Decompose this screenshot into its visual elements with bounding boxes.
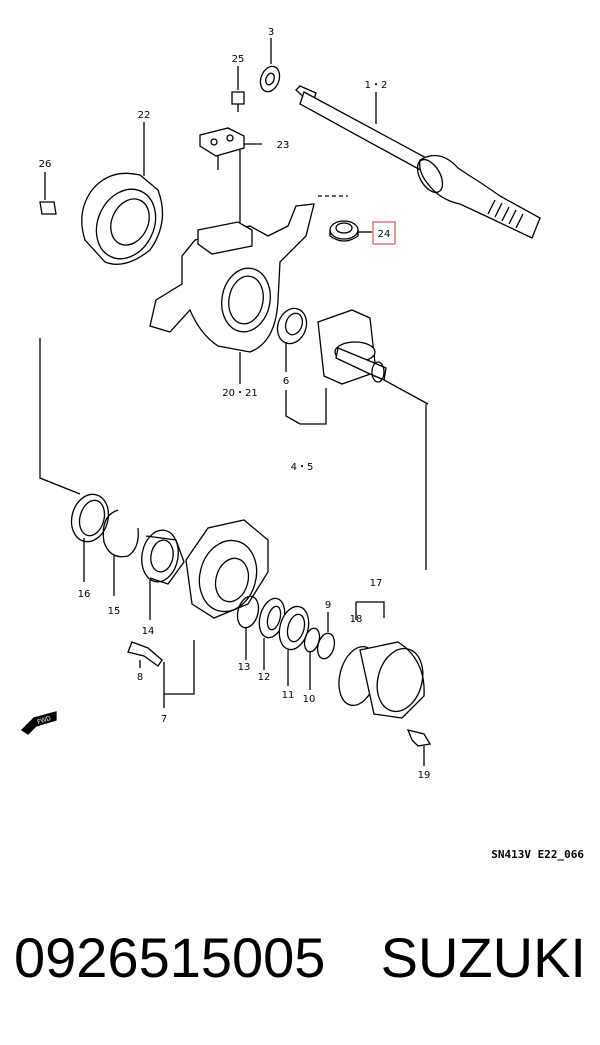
callout-19: 19: [418, 770, 431, 781]
callout-9: 9: [325, 600, 331, 611]
bolt-part-19: [406, 729, 432, 766]
callout-26: 26: [39, 159, 52, 170]
callout-7: 7: [161, 714, 167, 725]
callout-15: 15: [108, 606, 121, 617]
callout-8: 8: [137, 672, 143, 683]
fwd-label: FWD: [36, 715, 52, 726]
callout-13: 13: [238, 662, 251, 673]
forward-arrow-icon: [20, 711, 57, 735]
callout-20-21: 20・21: [222, 388, 257, 399]
flange-part-22: [81, 122, 164, 265]
snap-ring-part-15: [102, 509, 139, 596]
drawing-code: SN413V E22_066: [491, 848, 584, 861]
callout-23: 23: [277, 140, 290, 151]
callout-6: 6: [283, 376, 289, 387]
hub-part-7: [163, 519, 269, 708]
spindle-part-4-5: [317, 309, 429, 570]
callout-16: 16: [78, 589, 91, 600]
callout-14: 14: [142, 626, 155, 637]
callout-3: 3: [268, 27, 274, 38]
callout-24: 24: [378, 229, 391, 240]
stud-part-8: [127, 641, 163, 668]
ring-part-9: [316, 612, 336, 660]
part-number: 0926515005: [14, 926, 326, 989]
callout-17: 17: [370, 578, 383, 589]
exploded-parts-diagram: 1・2 3 25 22 23 26 24 20・21 6 4・5 16 15 1…: [20, 27, 541, 781]
part-footer: 0926515005 SUZUKI: [0, 925, 600, 1015]
knuckle-part-20-21: [149, 195, 348, 384]
ring-part-11: [278, 605, 310, 686]
bolt-part-25: [231, 66, 245, 112]
bracket-part-23: [199, 127, 262, 228]
seal-part-12: [258, 597, 286, 670]
brand-name: SUZUKI: [380, 926, 586, 989]
seal-part-16: [70, 493, 110, 582]
highlight-box-24: [372, 221, 396, 245]
callout-11: 11: [282, 690, 295, 701]
callout-25: 25: [232, 54, 245, 65]
bolt-part-26: [39, 172, 57, 215]
callout-18: 18: [350, 614, 363, 625]
locking-hub-part-17: [338, 601, 425, 719]
callout-10: 10: [303, 694, 316, 705]
bushing-part-6: [276, 307, 308, 372]
callout-22: 22: [138, 110, 151, 121]
callout-12: 12: [258, 672, 271, 683]
bearing-part-14: [141, 529, 185, 620]
washer-part-3: [259, 38, 281, 93]
washer-part-13: [236, 595, 260, 660]
callout-1-2: 1・2: [365, 80, 388, 91]
drive-shaft: [295, 85, 541, 239]
bearing-part-24[interactable]: [329, 220, 372, 242]
callout-4-5: 4・5: [291, 462, 314, 473]
